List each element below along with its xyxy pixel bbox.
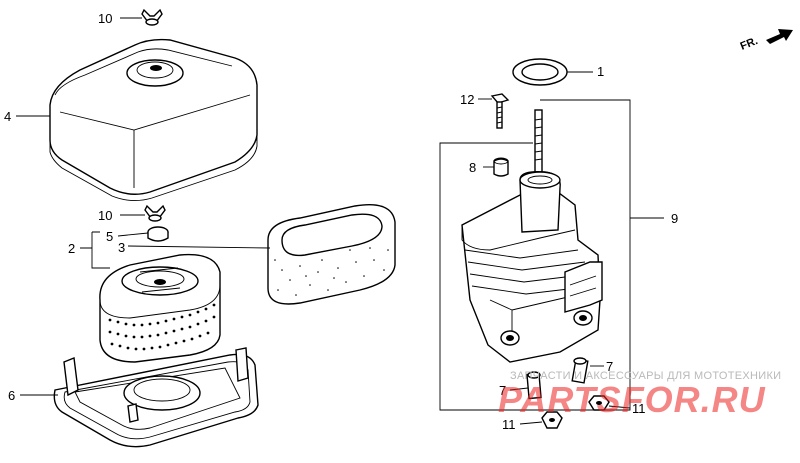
wing-nut-lower [144, 204, 166, 222]
flange-bolt [490, 93, 510, 129]
callout-numbers: 10 4 10 5 2 3 6 1 12 8 9 7 7 11 11 [4, 11, 678, 432]
leader-lines [16, 17, 664, 425]
callout-11-right: 11 [632, 401, 646, 416]
front-direction-indicator: FR. [739, 29, 793, 53]
callout-4: 4 [4, 109, 11, 124]
wing-nut-top [141, 8, 163, 26]
filter-element [99, 253, 221, 363]
callout-7-left: 7 [499, 383, 506, 398]
guide-pin-right [571, 357, 589, 384]
callout-1: 1 [597, 64, 604, 79]
grommet [147, 226, 169, 242]
foam-element [267, 204, 396, 305]
callout-11-left: 11 [502, 417, 516, 432]
direction-label: FR. [739, 35, 760, 53]
callout-2: 2 [68, 241, 75, 256]
nut-left [541, 411, 563, 429]
elbow-case-assembly [461, 109, 603, 363]
callout-5: 5 [106, 229, 113, 244]
callout-10-top: 10 [98, 11, 112, 26]
watermark-site: PARTSFOR.RU [498, 379, 766, 420]
callout-3: 3 [118, 240, 125, 255]
callout-10-lower: 10 [98, 208, 112, 223]
callout-7-right: 7 [606, 359, 613, 374]
front-arrow-icon [766, 29, 793, 44]
watermark: ЗАПЧАСТИ И АКСЕССУАРЫ ДЛЯ МОТОТЕХНИКИ PA… [498, 370, 781, 420]
callout-8: 8 [469, 160, 476, 175]
air-cleaner-cover [49, 38, 258, 201]
callout-6: 6 [8, 388, 15, 403]
gasket-ring [512, 58, 568, 86]
callout-12: 12 [460, 92, 474, 107]
guide-pin-left [526, 371, 542, 400]
collar [493, 157, 509, 177]
callout-9: 9 [671, 211, 678, 226]
air-cleaner-base [53, 347, 259, 448]
watermark-tagline: ЗАПЧАСТИ И АКСЕССУАРЫ ДЛЯ МОТОТЕХНИКИ [510, 370, 781, 382]
